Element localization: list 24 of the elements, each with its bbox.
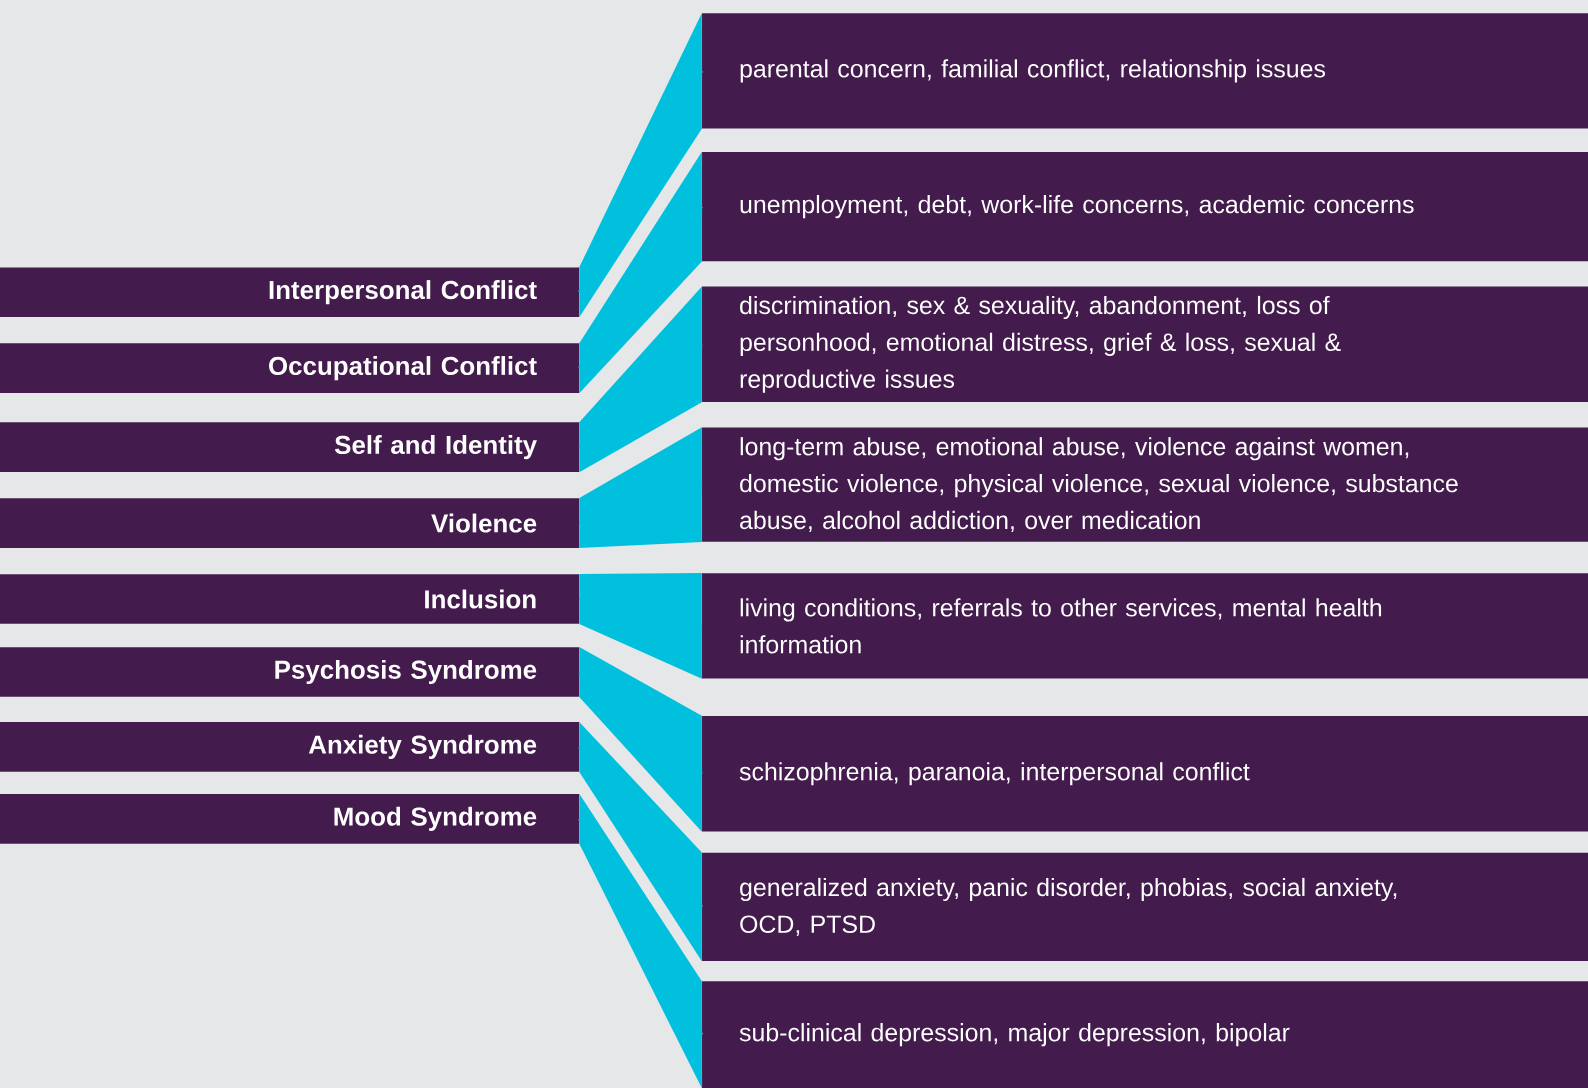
description-box: unemployment, debt, work-life concerns, academic concerns [702,151,1588,262]
description-box: discrimination, sex & sexuality, abandonment, loss of personhood, emotional distress, grief & loss, sexual & reproductive issues [702,286,1588,403]
category-box: Violence [0,498,580,548]
connector-line [579,597,703,628]
category-box: Occupational Conflict [0,343,580,393]
connector-line [578,343,703,449]
connector-line [578,70,704,293]
category-box: Mood Syndrome [0,794,580,844]
connector-line [578,818,704,1036]
category-box: Inclusion [0,574,580,624]
category-box: Interpersonal Conflict [0,267,580,317]
description-box: sub-clinical depression, major depression, bipolar [702,981,1588,1088]
connector-line [578,670,703,775]
category-box: Self and Identity [0,422,580,472]
description-box: parental concern, familial conflict, relationship issues [702,13,1588,129]
connector-line [578,205,704,370]
connector-line [578,483,703,525]
category-box: Anxiety Syndrome [0,722,580,772]
description-box: generalized anxiety, panic disorder, phobias, social anxiety, OCD, PTSD [702,852,1588,962]
category-box: Psychosis Syndrome [0,647,580,697]
description-box: schizophrenia, paranoia, interpersonal conflict [702,716,1588,832]
description-box: living conditions, referrals to other services, mental health information [702,573,1588,679]
connector-line [578,746,704,908]
description-box: long-term abuse, emotional abuse, violence against women, domestic violence, physical violence, sexual violence, substance abuse, alcohol addiction, over medication [702,427,1588,542]
